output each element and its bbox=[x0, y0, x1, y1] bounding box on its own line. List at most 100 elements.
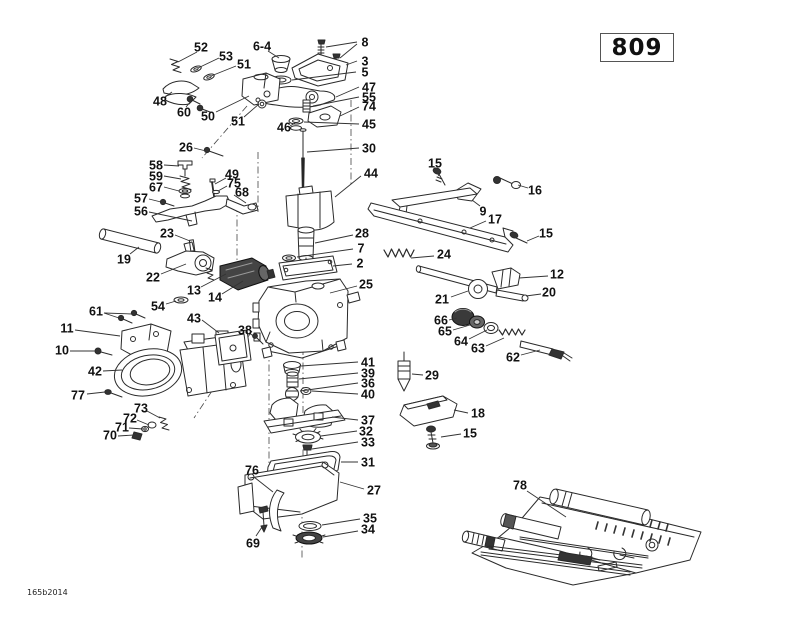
leader-line bbox=[448, 317, 458, 321]
leader-line bbox=[300, 361, 359, 367]
leader-line bbox=[517, 184, 529, 189]
leader-line bbox=[526, 235, 540, 242]
callout-43: 43 bbox=[187, 312, 201, 326]
callout-78: 78 bbox=[513, 479, 527, 493]
leader-line bbox=[221, 280, 244, 295]
callout-47: 47 bbox=[362, 81, 376, 95]
leader-line bbox=[291, 71, 357, 81]
callout-29: 29 bbox=[425, 369, 439, 383]
callout-33: 33 bbox=[361, 436, 375, 450]
callout-20: 20 bbox=[542, 286, 556, 300]
callout-13: 13 bbox=[187, 284, 201, 298]
callout-53: 53 bbox=[219, 50, 233, 64]
leader-line bbox=[485, 337, 505, 347]
callout-34: 34 bbox=[361, 523, 375, 537]
leader-line bbox=[440, 433, 462, 438]
leader-line bbox=[160, 263, 187, 275]
callout-9: 9 bbox=[480, 205, 487, 219]
callout-61: 61 bbox=[89, 305, 103, 319]
callout-63: 63 bbox=[471, 342, 485, 356]
leader-line bbox=[253, 476, 274, 493]
leader-line bbox=[163, 175, 182, 180]
float-bowl bbox=[237, 461, 340, 545]
callout-10: 10 bbox=[55, 344, 69, 358]
callout-44: 44 bbox=[364, 167, 378, 181]
leader-line bbox=[117, 434, 135, 437]
callout-25: 25 bbox=[359, 278, 373, 292]
leader-line bbox=[102, 369, 123, 372]
leader-line bbox=[311, 441, 359, 450]
top-cover-assembly bbox=[258, 39, 349, 193]
leader-line bbox=[332, 263, 353, 267]
throttle-body bbox=[94, 309, 264, 441]
leader-line bbox=[450, 290, 469, 298]
leader-line bbox=[453, 409, 469, 414]
leader-line bbox=[243, 103, 260, 118]
callout-19: 19 bbox=[117, 253, 131, 267]
leader-line bbox=[201, 319, 220, 334]
callout-40: 40 bbox=[361, 388, 375, 402]
leader-line bbox=[312, 96, 360, 107]
leader-line bbox=[303, 121, 360, 125]
leader-line bbox=[334, 175, 362, 198]
callout-64: 64 bbox=[454, 335, 468, 349]
leader-line bbox=[345, 60, 358, 66]
leader-line bbox=[148, 211, 193, 222]
leader-line bbox=[165, 300, 177, 305]
callout-15: 15 bbox=[428, 157, 442, 171]
callout-18: 18 bbox=[471, 407, 485, 421]
callout-51: 51 bbox=[237, 58, 251, 72]
leader-line bbox=[339, 43, 358, 59]
throttle-slide-assembly bbox=[278, 185, 338, 281]
callout-27: 27 bbox=[367, 484, 381, 498]
leader-line bbox=[520, 349, 541, 356]
callout-15: 15 bbox=[539, 227, 553, 241]
bracket-18 bbox=[399, 395, 458, 450]
leader-line bbox=[339, 106, 360, 117]
needle-valve bbox=[397, 351, 411, 392]
leader-line bbox=[471, 199, 481, 207]
callout-60: 60 bbox=[177, 106, 191, 120]
leader-line bbox=[174, 234, 191, 242]
callout-49: 49 bbox=[225, 168, 239, 182]
callout-50: 50 bbox=[201, 110, 215, 124]
callout-22: 22 bbox=[146, 271, 160, 285]
callout-28: 28 bbox=[355, 227, 369, 241]
callout-31: 31 bbox=[361, 456, 375, 470]
leader-line bbox=[248, 332, 256, 338]
callout-66: 66 bbox=[434, 314, 448, 328]
choke-plunger bbox=[173, 257, 276, 304]
leader-line bbox=[128, 427, 144, 430]
leader-line bbox=[197, 57, 220, 69]
leader-line bbox=[255, 526, 263, 537]
choke-cable-parts bbox=[451, 308, 573, 362]
leader-line bbox=[193, 147, 207, 152]
callout-71: 71 bbox=[115, 421, 129, 435]
float-assembly bbox=[263, 397, 346, 460]
callout-16: 16 bbox=[528, 184, 542, 198]
page-code: 809 bbox=[611, 34, 663, 61]
callout-38: 38 bbox=[238, 324, 252, 338]
callout-70: 70 bbox=[103, 429, 117, 443]
leader-line bbox=[129, 246, 140, 255]
callout-55: 55 bbox=[362, 91, 376, 105]
callout-30: 30 bbox=[362, 142, 376, 156]
leader-line bbox=[74, 329, 121, 337]
leader-line bbox=[525, 293, 542, 297]
callout-68: 68 bbox=[235, 186, 249, 200]
leader-line bbox=[164, 91, 173, 98]
leader-line bbox=[339, 481, 365, 490]
leader-line bbox=[103, 312, 133, 315]
leader-line bbox=[103, 312, 120, 319]
callout-58: 58 bbox=[149, 159, 163, 173]
callout-21: 21 bbox=[435, 293, 449, 307]
leader-line bbox=[526, 490, 567, 518]
leader-line bbox=[217, 185, 228, 192]
leader-line bbox=[322, 530, 359, 538]
leader-line bbox=[518, 275, 549, 279]
callout-7: 7 bbox=[358, 242, 365, 256]
leader-line bbox=[163, 164, 180, 167]
callout-77: 77 bbox=[71, 389, 85, 403]
